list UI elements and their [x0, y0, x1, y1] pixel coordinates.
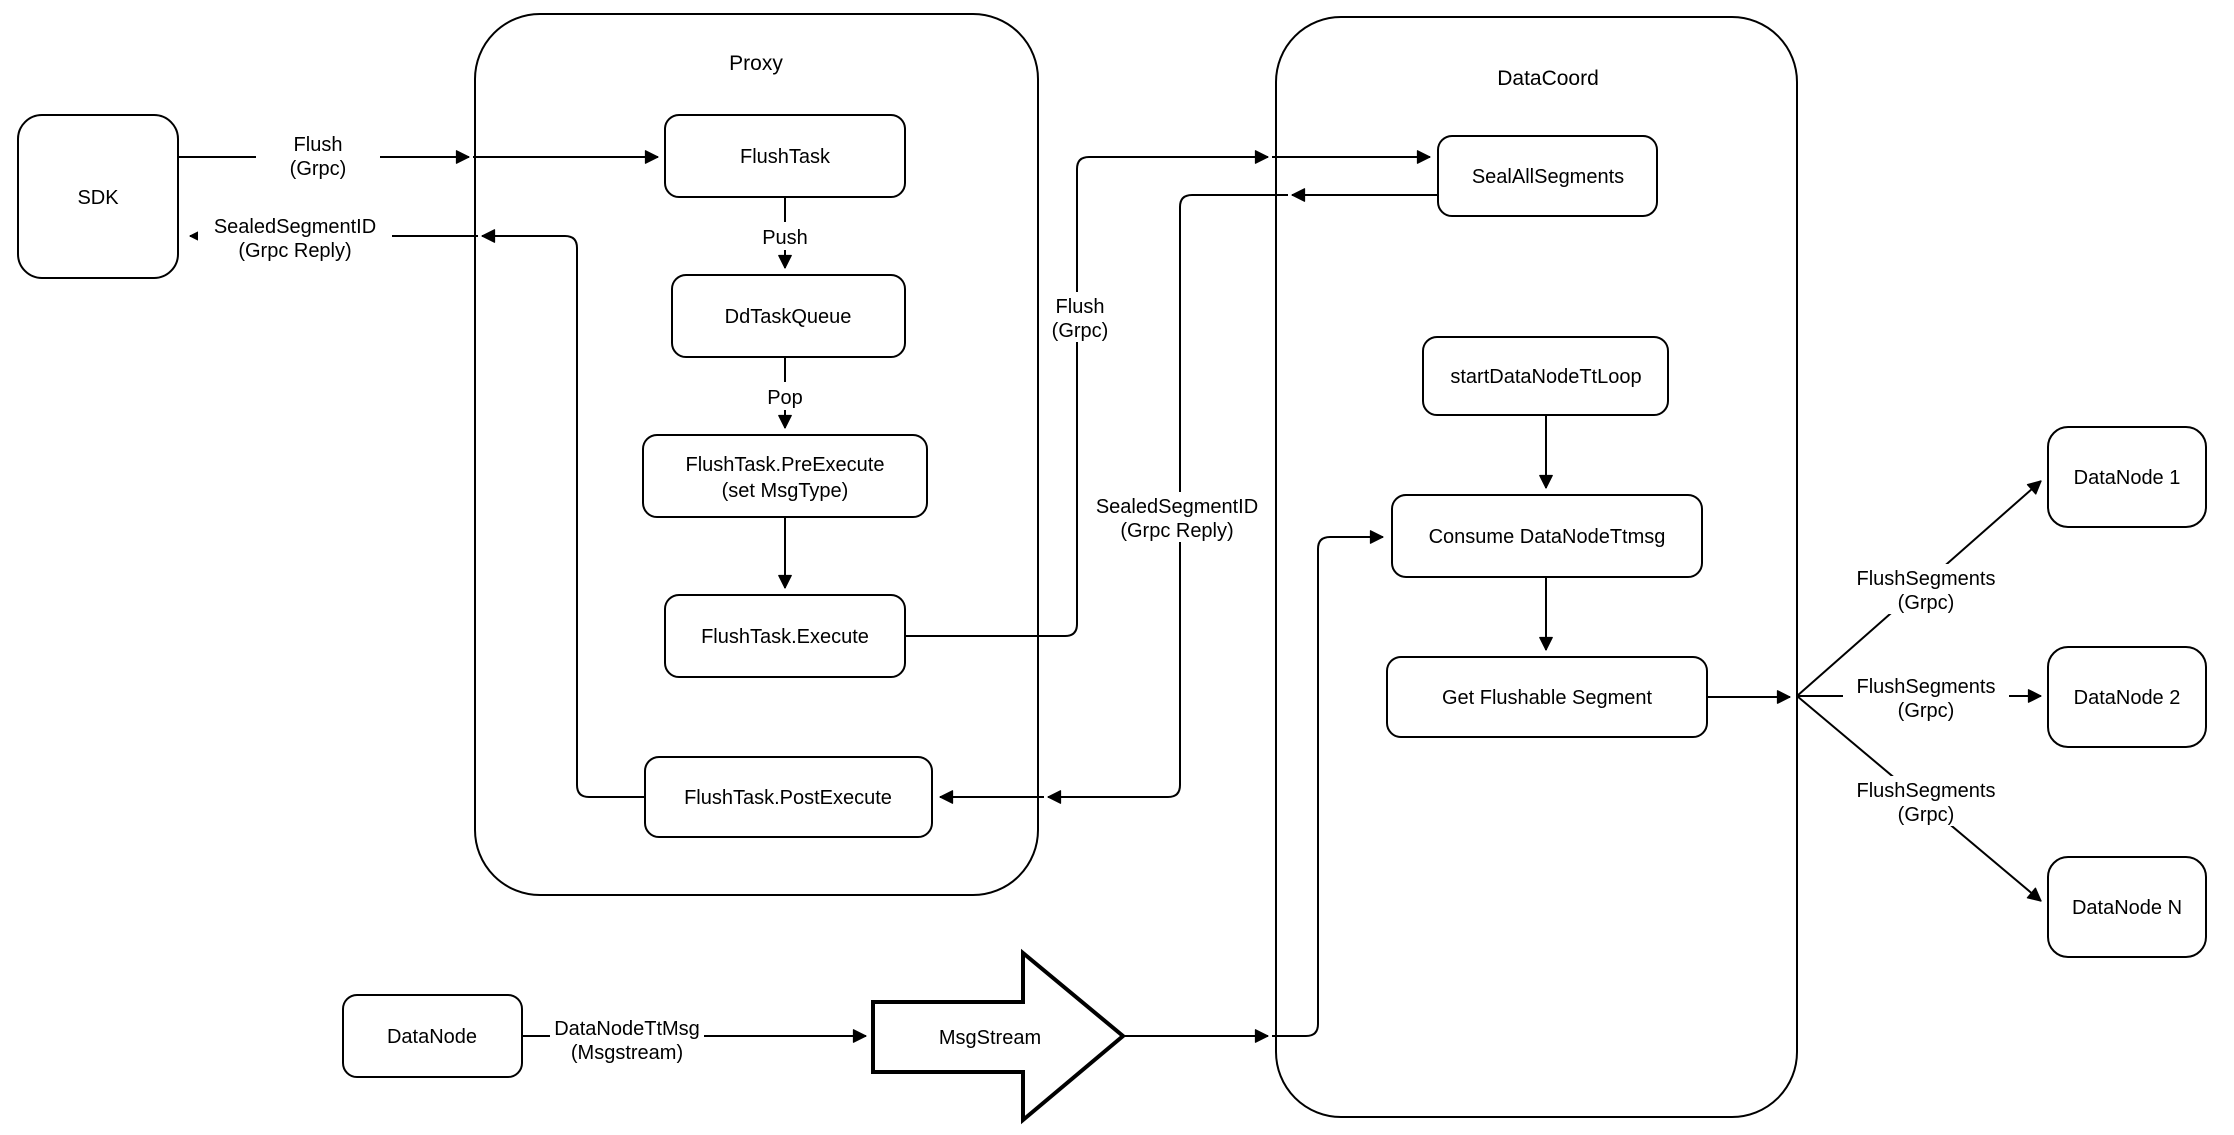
edge-datacoord-edge-to-consume — [1272, 530, 1384, 1037]
label-flushsegments-2-bg — [1843, 672, 2009, 722]
label-coord-reply-line1: SealedSegmentID — [1096, 496, 1258, 518]
consume-datanodettmsg-node — [1391, 494, 1703, 578]
label-flushsegments-1: FlushSegments (Grpc) — [1843, 564, 2009, 614]
label-pop: Pop — [757, 382, 813, 410]
ddtaskqueue-node — [671, 274, 906, 358]
datacoord-container — [1275, 16, 1798, 1118]
label-flushsegments-1-line2: (Grpc) — [1898, 592, 1955, 614]
sdk-node — [17, 114, 179, 279]
edge-execute-to-datacoord-edge — [905, 150, 1269, 637]
label-flushsegments-2: FlushSegments (Grpc) — [1843, 672, 2009, 722]
label-coord-flush-line2: (Grpc) — [1052, 320, 1109, 342]
datanode1-node — [2047, 426, 2207, 528]
label-flushsegments-3: FlushSegments (Grpc) — [1843, 776, 2009, 826]
datanode2-node-label: DataNode 2 — [2074, 687, 2181, 709]
label-flushsegments-2-line1: FlushSegments — [1857, 676, 1996, 698]
label-datanode-ttmsg: DataNodeTtMsg (Msgstream) — [550, 1014, 704, 1064]
ddtaskqueue-node-label: DdTaskQueue — [725, 306, 852, 328]
label-push-text: Push — [762, 227, 808, 249]
label-push: Push — [754, 222, 816, 250]
datanode2-node — [2047, 646, 2207, 748]
label-coord-reply-line2: (Grpc Reply) — [1120, 520, 1233, 542]
label-flushsegments-2-line2: (Grpc) — [1898, 700, 1955, 722]
sealallsegments-node-label: SealAllSegments — [1472, 166, 1624, 188]
datacoord-container-label: DataCoord — [1497, 67, 1599, 90]
postexecute-node — [644, 756, 933, 838]
postexecute-node-label: FlushTask.PostExecute — [684, 787, 892, 809]
preexecute-node-label-line2: (set MsgType) — [722, 480, 849, 502]
consume-datanodettmsg-node-label: Consume DataNodeTtmsg — [1429, 526, 1666, 548]
label-coord-flush: Flush (Grpc) — [1044, 292, 1116, 342]
label-flushsegments-1-line1: FlushSegments — [1857, 568, 1996, 590]
label-sdk-reply-line2: (Grpc Reply) — [238, 240, 351, 262]
preexecute-node — [642, 434, 928, 518]
label-push-bg — [754, 222, 816, 250]
label-flushsegments-3-bg — [1843, 776, 2009, 826]
label-coord-reply-bg — [1080, 492, 1274, 542]
label-sdk-flush: Flush (Grpc) — [256, 130, 380, 180]
msgstream-label: MsgStream — [939, 1027, 1041, 1049]
proxy-container-label: Proxy — [729, 52, 783, 75]
flushtask-node-label: FlushTask — [740, 146, 831, 168]
flushtask-node — [664, 114, 906, 198]
label-coord-reply: SealedSegmentID (Grpc Reply) — [1080, 492, 1274, 542]
label-pop-text: Pop — [767, 387, 803, 409]
label-sdk-flush-bg — [256, 130, 380, 180]
label-datanode-ttmsg-line2: (Msgstream) — [571, 1042, 683, 1064]
label-sdk-reply-bg — [198, 212, 392, 262]
label-coord-flush-bg — [1044, 292, 1116, 342]
getflushablesegment-node — [1386, 656, 1708, 738]
label-sdk-flush-line1: Flush — [294, 134, 343, 156]
label-sdk-reply: SealedSegmentID (Grpc Reply) — [198, 212, 392, 262]
label-flushsegments-3-line2: (Grpc) — [1898, 804, 1955, 826]
proxy-container — [474, 13, 1039, 896]
execute-node-label: FlushTask.Execute — [701, 626, 869, 648]
sdk-node-label: SDK — [77, 187, 119, 209]
label-pop-bg — [757, 382, 813, 410]
datanoden-node-label: DataNode N — [2072, 897, 2182, 919]
edge-postexecute-to-proxy-edge — [481, 229, 645, 798]
preexecute-node-label-line1: FlushTask.PreExecute — [686, 454, 885, 476]
startdatanodettloop-node-label: startDataNodeTtLoop — [1450, 366, 1641, 388]
label-datanode-ttmsg-line1: DataNodeTtMsg — [554, 1018, 700, 1040]
label-flushsegments-3-line1: FlushSegments — [1857, 780, 1996, 802]
msgstream-arrow-shape — [871, 948, 1127, 1125]
label-sdk-flush-line2: (Grpc) — [290, 158, 347, 180]
datanode-node-label: DataNode — [387, 1026, 477, 1048]
label-flushsegments-1-bg — [1843, 564, 2009, 614]
startdatanodettloop-node — [1422, 336, 1669, 416]
label-datanode-ttmsg-bg — [550, 1014, 704, 1064]
label-coord-flush-line1: Flush — [1056, 296, 1105, 318]
sealallsegments-node — [1437, 135, 1658, 217]
execute-node — [664, 594, 906, 678]
label-sdk-reply-line1: SealedSegmentID — [214, 216, 376, 238]
datanode-node — [342, 994, 523, 1078]
datanode1-node-label: DataNode 1 — [2074, 467, 2181, 489]
getflushablesegment-node-label: Get Flushable Segment — [1442, 687, 1653, 709]
datanoden-node — [2047, 856, 2207, 958]
